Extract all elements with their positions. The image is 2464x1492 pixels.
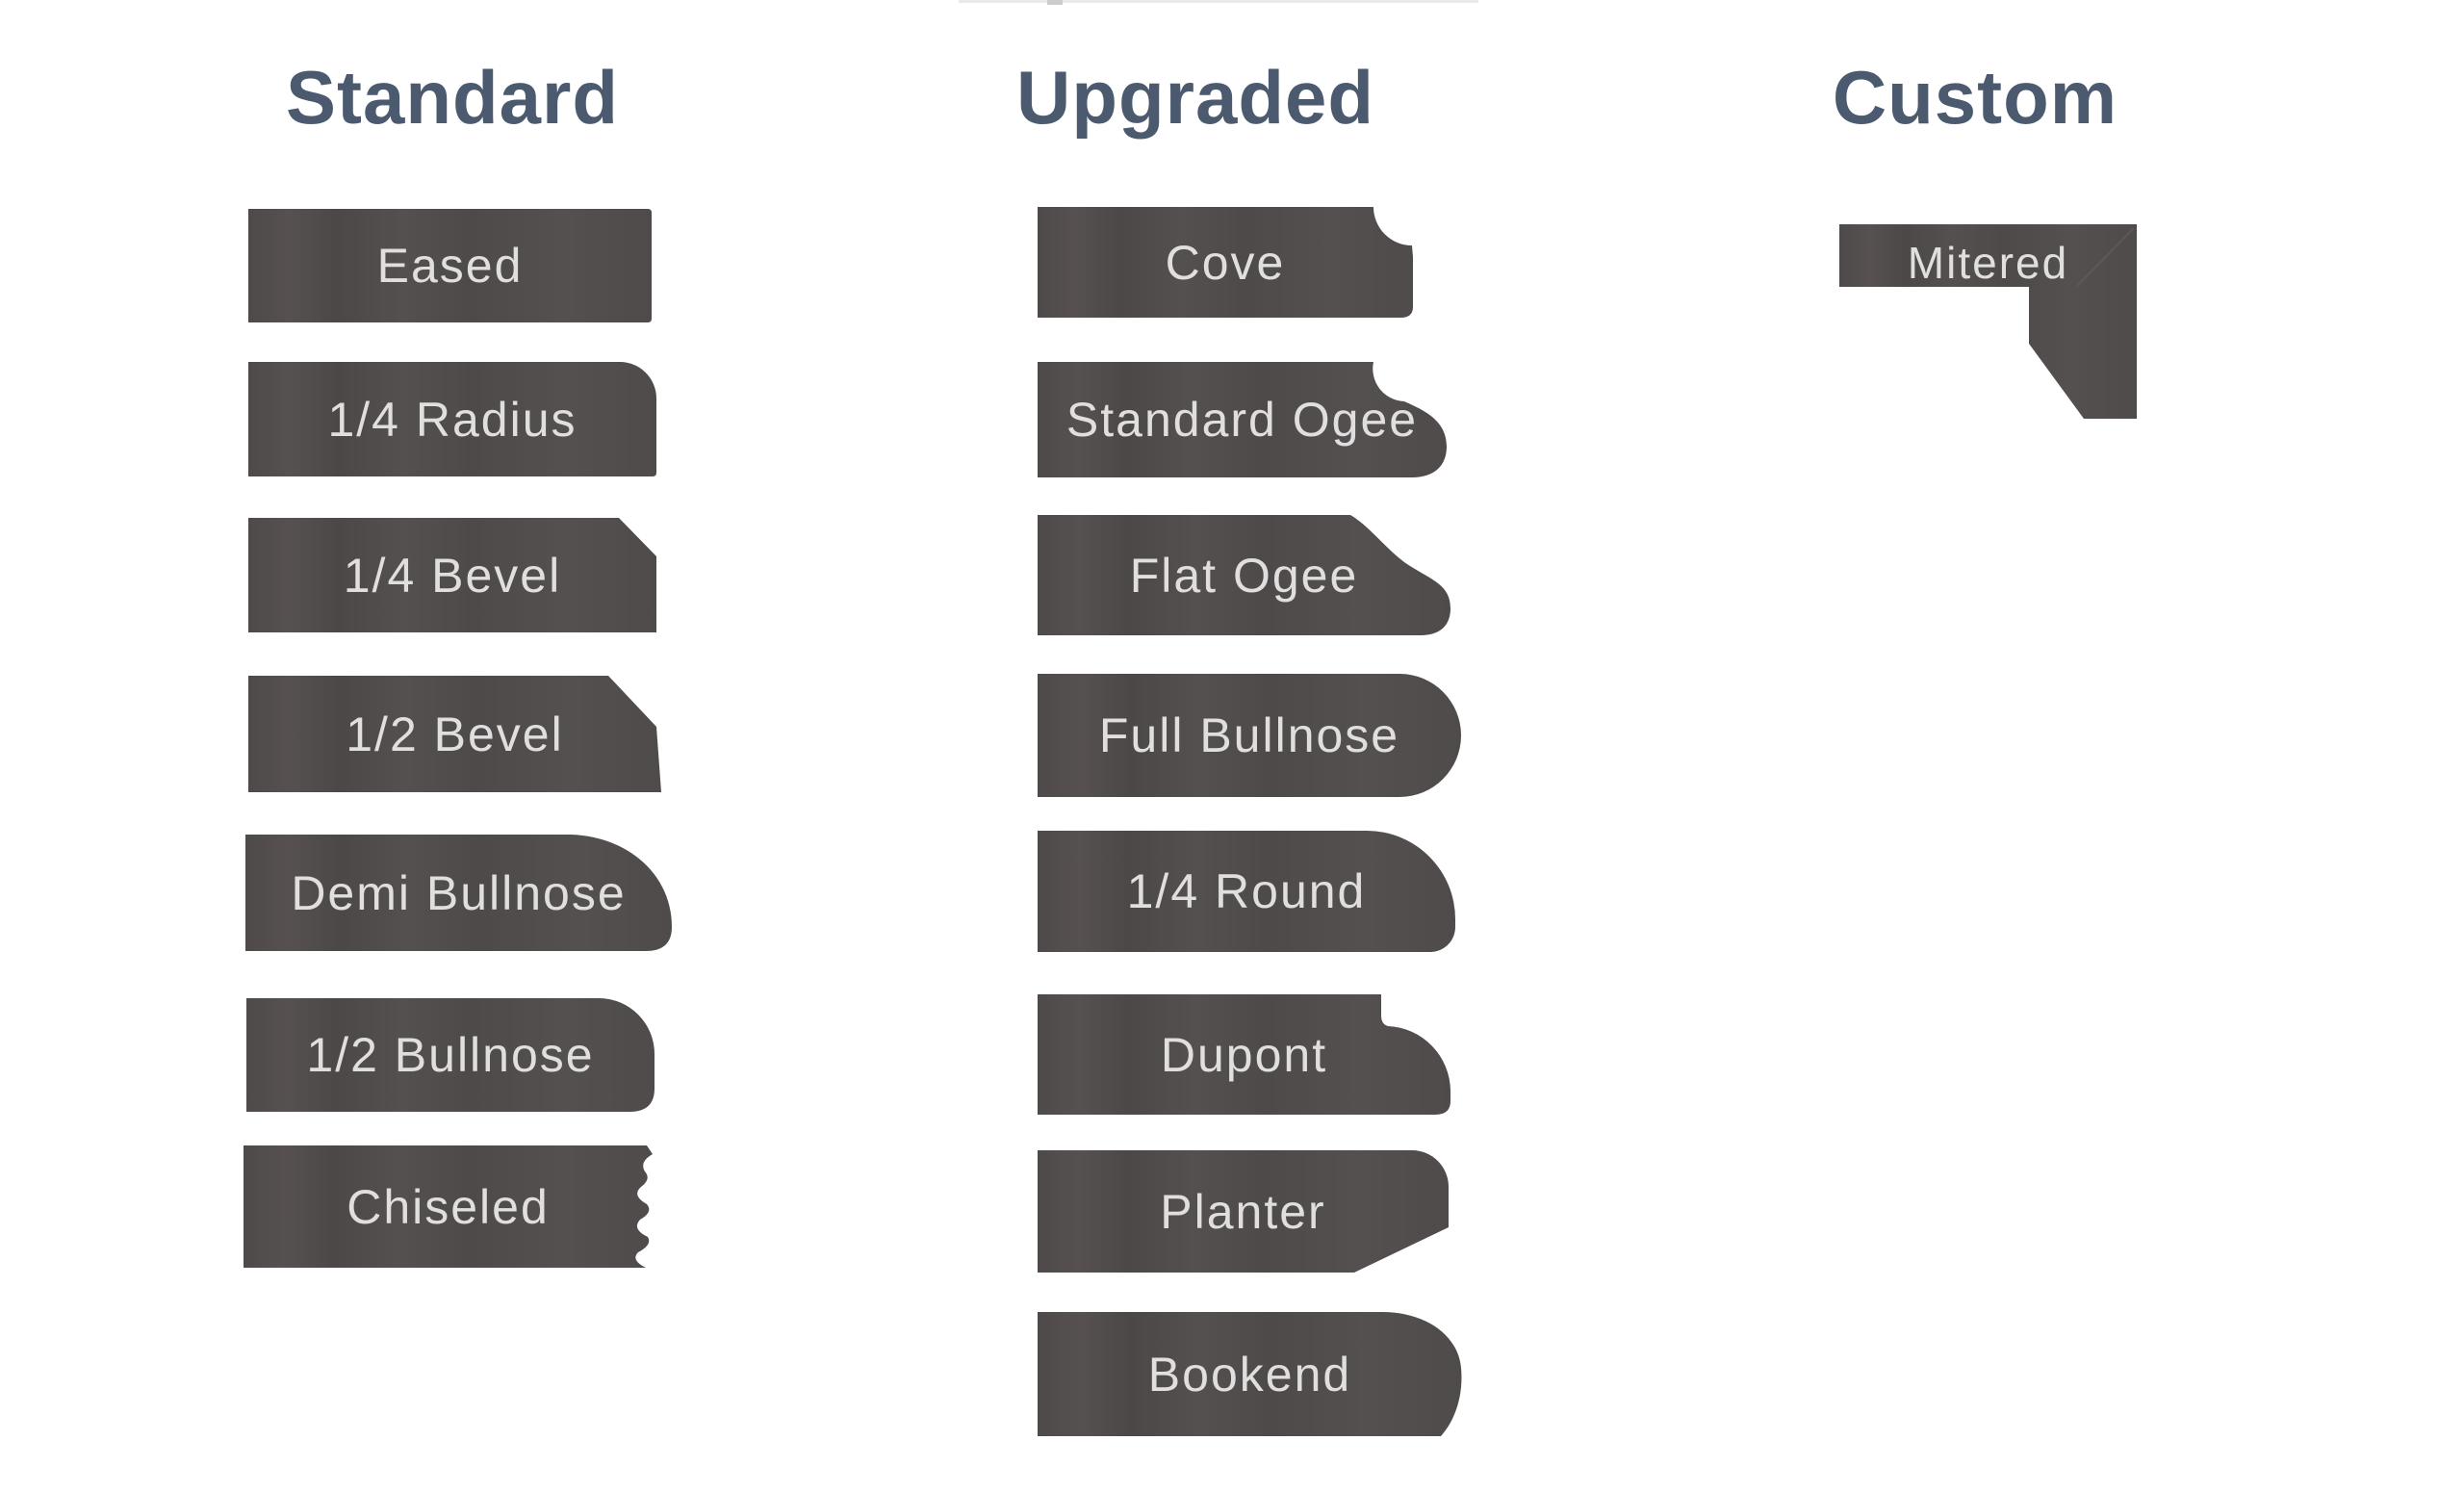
chiseled-profile-shape: Chiseled [244, 1145, 653, 1268]
miter-seam-line [2076, 227, 2135, 287]
eased-label: Eased [376, 239, 524, 293]
quarter-round-label: 1/4 Round [1126, 864, 1367, 918]
quarter-radius-profile-shape: 1/4 Radius [248, 362, 656, 476]
dupont-profile-shape: Dupont [1038, 994, 1450, 1115]
full-bullnose-label: Full Bullnose [1098, 708, 1400, 762]
quarter-radius-label: 1/4 Radius [327, 392, 578, 447]
cropped-title-fragment [959, 0, 1478, 3]
planter-profile-shape: Planter [1038, 1150, 1449, 1273]
custom-column-heading: Custom [1832, 55, 2118, 140]
mitered-label: Mitered [1907, 237, 2069, 288]
standard-ogee-profile-shape: Standard Ogee [1038, 362, 1447, 477]
standard-column-heading: Standard [285, 55, 620, 140]
half-bevel-profile-shape: 1/2 Bevel [248, 676, 661, 792]
demi-bullnose-profile-shape: Demi Bullnose [245, 835, 672, 951]
planter-label: Planter [1160, 1184, 1326, 1239]
mitered-profile-shape: Mitered [1839, 224, 2137, 419]
bookend-label: Bookend [1147, 1347, 1352, 1402]
bookend-profile-shape: Bookend [1038, 1312, 1462, 1436]
standard-ogee-label: Standard Ogee [1065, 393, 1419, 447]
dupont-label: Dupont [1160, 1027, 1328, 1082]
cropped-title-fragment-notch [1047, 0, 1063, 5]
quarter-bevel-profile-shape: 1/4 Bevel [248, 518, 656, 632]
flat-ogee-label: Flat Ogee [1129, 548, 1359, 603]
eased-profile-shape: Eased [248, 209, 652, 322]
upgraded-column-heading: Upgraded [1015, 55, 1375, 140]
chiseled-label: Chiseled [346, 1179, 550, 1234]
quarter-bevel-label: 1/4 Bevel [343, 548, 562, 603]
half-bullnose-label: 1/2 Bullnose [306, 1028, 595, 1082]
full-bullnose-profile-shape: Full Bullnose [1038, 674, 1461, 797]
half-bevel-label: 1/2 Bevel [346, 707, 564, 761]
demi-bullnose-label: Demi Bullnose [291, 865, 627, 920]
quarter-round-profile-shape: 1/4 Round [1038, 831, 1455, 952]
half-bullnose-profile-shape: 1/2 Bullnose [246, 998, 654, 1112]
cove-label: Cove [1165, 235, 1286, 290]
cove-profile-shape: Cove [1038, 207, 1413, 318]
flat-ogee-profile-shape: Flat Ogee [1038, 515, 1450, 635]
